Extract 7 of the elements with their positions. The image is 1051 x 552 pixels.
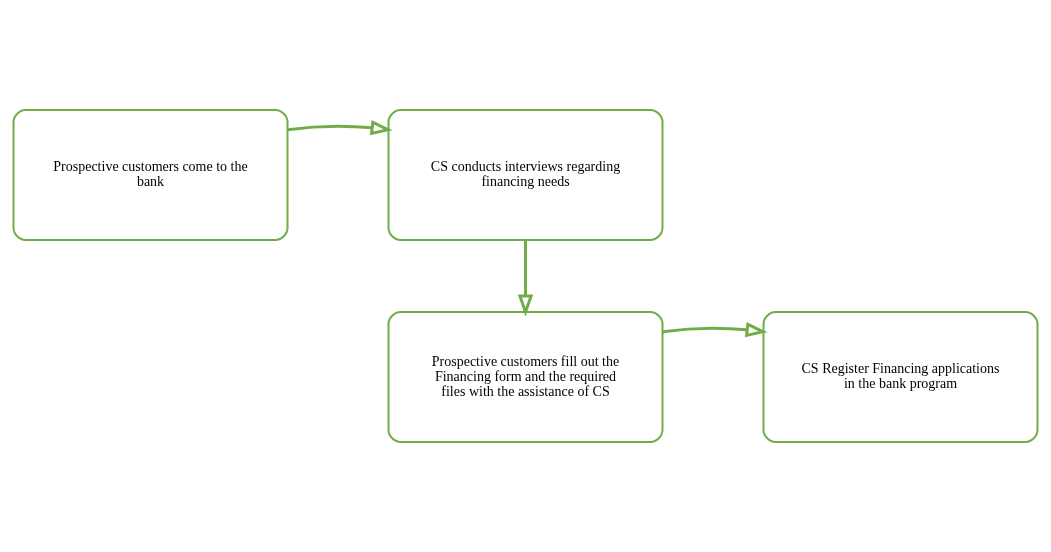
node-box: CS Register Financing applications in the bank program xyxy=(762,311,1039,443)
node-box: Prospective customers fill out the Financing form and the required files with the assistance of CS xyxy=(387,311,664,443)
node-box: CS conducts interviews regarding financing needs xyxy=(387,109,664,241)
arrow xyxy=(287,120,393,136)
node-box: Prospective customers come to the bank xyxy=(12,109,289,241)
arrow xyxy=(662,322,768,338)
arrow xyxy=(517,240,534,317)
